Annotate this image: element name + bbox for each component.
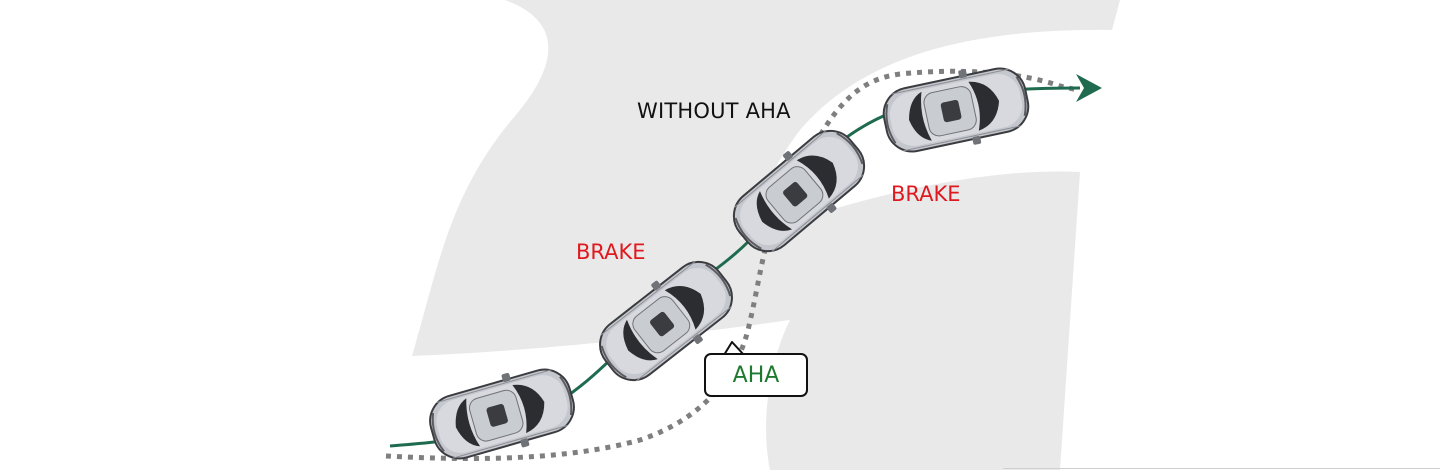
aha-bubble-tail xyxy=(723,341,745,356)
brake-label-right: BRAKE xyxy=(891,182,961,206)
aha-callout: AHA xyxy=(704,353,808,397)
aha-path-arrowhead xyxy=(1076,74,1102,102)
car-1 xyxy=(421,356,583,470)
brake-label-left: BRAKE xyxy=(576,240,646,264)
without-aha-label: WITHOUT AHA xyxy=(637,99,791,123)
aha-label: AHA xyxy=(732,362,780,388)
car-4 xyxy=(876,56,1036,164)
bottom-divider xyxy=(1003,468,1440,469)
